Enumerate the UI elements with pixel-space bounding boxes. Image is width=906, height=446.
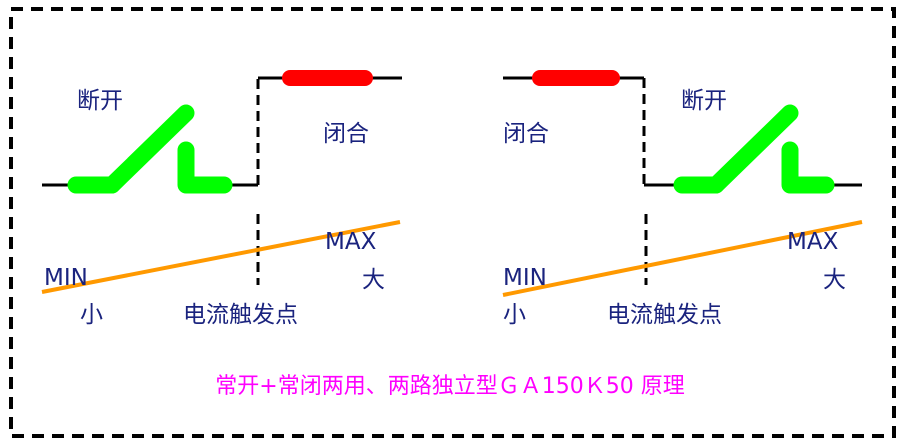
left-large-label: 大 — [362, 267, 385, 293]
left-open-label: 断开 — [77, 88, 123, 114]
outer-dashed-frame — [9, 7, 896, 438]
left-min-label: MIN — [44, 265, 88, 291]
left-small-label: 小 — [80, 302, 103, 328]
left-trigger-label: 电流触发点 — [183, 302, 298, 328]
right-panel: 断开 闭合 MAX 大 MIN 小 电流触发点 — [502, 70, 863, 328]
right-open-contact — [673, 104, 835, 194]
left-current-line — [41, 220, 401, 294]
right-closed-label: 闭合 — [503, 121, 549, 147]
right-small-label: 小 — [503, 302, 526, 328]
left-panel: 断开 闭合 MAX 大 MIN 小 电流触发点 — [41, 70, 402, 328]
diagram-caption: 常开+常闭两用、两路独立型ＧＡ150Ｋ50 原理 — [215, 374, 684, 399]
right-max-label: MAX — [787, 229, 839, 255]
left-max-label: MAX — [325, 229, 377, 255]
right-open-label: 断开 — [681, 88, 727, 114]
right-min-label: MIN — [503, 265, 547, 291]
left-closed-label: 闭合 — [323, 121, 369, 147]
left-open-contact — [67, 104, 233, 194]
right-trigger-label: 电流触发点 — [607, 302, 722, 328]
right-large-label: 大 — [823, 267, 846, 293]
right-current-line — [502, 220, 863, 297]
